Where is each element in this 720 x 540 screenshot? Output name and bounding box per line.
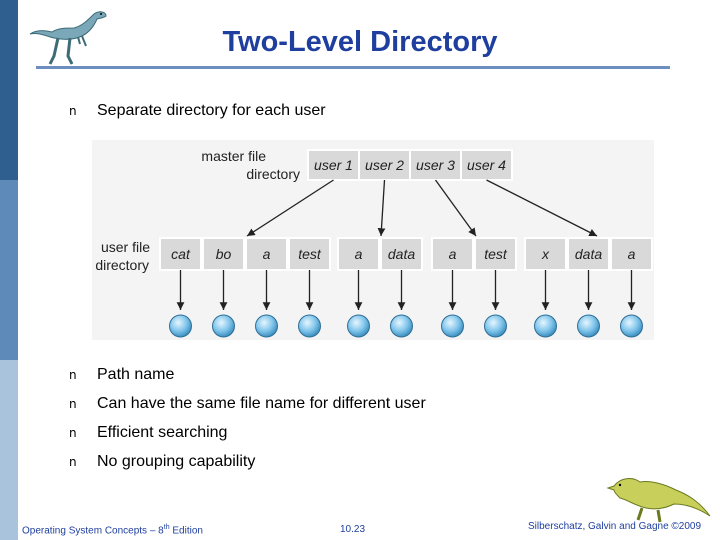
bullet-text: Efficient searching bbox=[97, 424, 228, 441]
bullet-item: n Path name bbox=[69, 366, 174, 384]
file-node bbox=[298, 314, 321, 338]
bullet-mark: n bbox=[69, 104, 77, 118]
user-directory-label: directory bbox=[95, 257, 149, 273]
bullet-text: Separate directory for each user bbox=[97, 102, 326, 119]
user-directory-entry: bo bbox=[216, 246, 232, 262]
pointer-arrow bbox=[246, 179, 334, 237]
footer-left-main: Operating System Concepts – 8 bbox=[22, 525, 164, 537]
footer-left-sup: th bbox=[163, 524, 170, 531]
file-node bbox=[577, 314, 600, 338]
user-directory-entry: a bbox=[355, 246, 363, 262]
bullet-text: No grouping capability bbox=[97, 453, 256, 470]
master-directory-entry: user 2 bbox=[365, 157, 404, 173]
user-directory-entry: x bbox=[541, 246, 550, 262]
file-node bbox=[390, 314, 413, 338]
master-directory-entry: user 1 bbox=[314, 157, 353, 173]
master-directory-label: master file bbox=[201, 148, 266, 164]
footer-book-title: Operating System Concepts – 8th Edition bbox=[22, 524, 203, 536]
file-node bbox=[212, 314, 235, 338]
bullet-mark: n bbox=[69, 368, 77, 382]
bullet-item: n Efficient searching bbox=[69, 424, 227, 442]
bullet-mark: n bbox=[69, 455, 77, 469]
user-directory-label: user file bbox=[101, 239, 150, 255]
file-node bbox=[620, 314, 643, 338]
pointer-arrow bbox=[434, 179, 477, 237]
master-directory-label: directory bbox=[246, 166, 300, 182]
file-node bbox=[534, 314, 557, 338]
user-directory-entry: a bbox=[263, 246, 271, 262]
bullet-text: Can have the same file name for differen… bbox=[97, 395, 426, 412]
user-directory-entry: test bbox=[484, 246, 508, 262]
dinosaur-logo-top bbox=[29, 11, 107, 65]
bullet-mark: n bbox=[69, 426, 77, 440]
user-directory-cell bbox=[380, 237, 423, 271]
master-directory-cell bbox=[460, 149, 513, 181]
user-directory-entry: cat bbox=[171, 246, 191, 262]
user-directory-cell bbox=[288, 237, 331, 271]
pointer-arrow bbox=[486, 179, 598, 237]
user-directory-entry: data bbox=[575, 246, 602, 262]
file-node bbox=[255, 314, 278, 338]
user-directory-entry: a bbox=[628, 246, 636, 262]
file-node bbox=[169, 314, 192, 338]
file-node bbox=[441, 314, 464, 338]
user-directory-entry: test bbox=[298, 246, 322, 262]
user-directory-entry: a bbox=[449, 246, 457, 262]
file-node bbox=[347, 314, 370, 338]
diagram-canvas: master file directory user file directory us… bbox=[95, 148, 653, 338]
footer-page-number: 10.23 bbox=[340, 524, 366, 535]
two-level-directory-diagram: master file directory user file directory us… bbox=[92, 140, 654, 340]
user-directory-entry: data bbox=[388, 246, 415, 262]
bullet-item: n Separate directory for each user bbox=[69, 102, 326, 120]
master-directory-entry: user 4 bbox=[467, 157, 506, 173]
pointer-arrow bbox=[377, 179, 386, 237]
dinosaur-logo-bottom bbox=[606, 478, 711, 523]
bullet-mark: n bbox=[69, 397, 77, 411]
bullet-item: n Can have the same file name for differ… bbox=[69, 395, 426, 413]
left-accent-bar bbox=[0, 0, 18, 540]
master-directory-entry: user 3 bbox=[416, 157, 455, 173]
footer-left-tail: Edition bbox=[169, 525, 203, 537]
bullet-text: Path name bbox=[97, 366, 175, 383]
user-directory-cell bbox=[202, 237, 245, 271]
footer-copyright: Silberschatz, Galvin and Gagne ©2009 bbox=[528, 521, 702, 532]
slide-title: Two-Level Directory bbox=[222, 26, 498, 58]
title-underline bbox=[36, 66, 670, 69]
bullet-item: n No grouping capability bbox=[69, 453, 255, 471]
file-node bbox=[484, 314, 507, 338]
